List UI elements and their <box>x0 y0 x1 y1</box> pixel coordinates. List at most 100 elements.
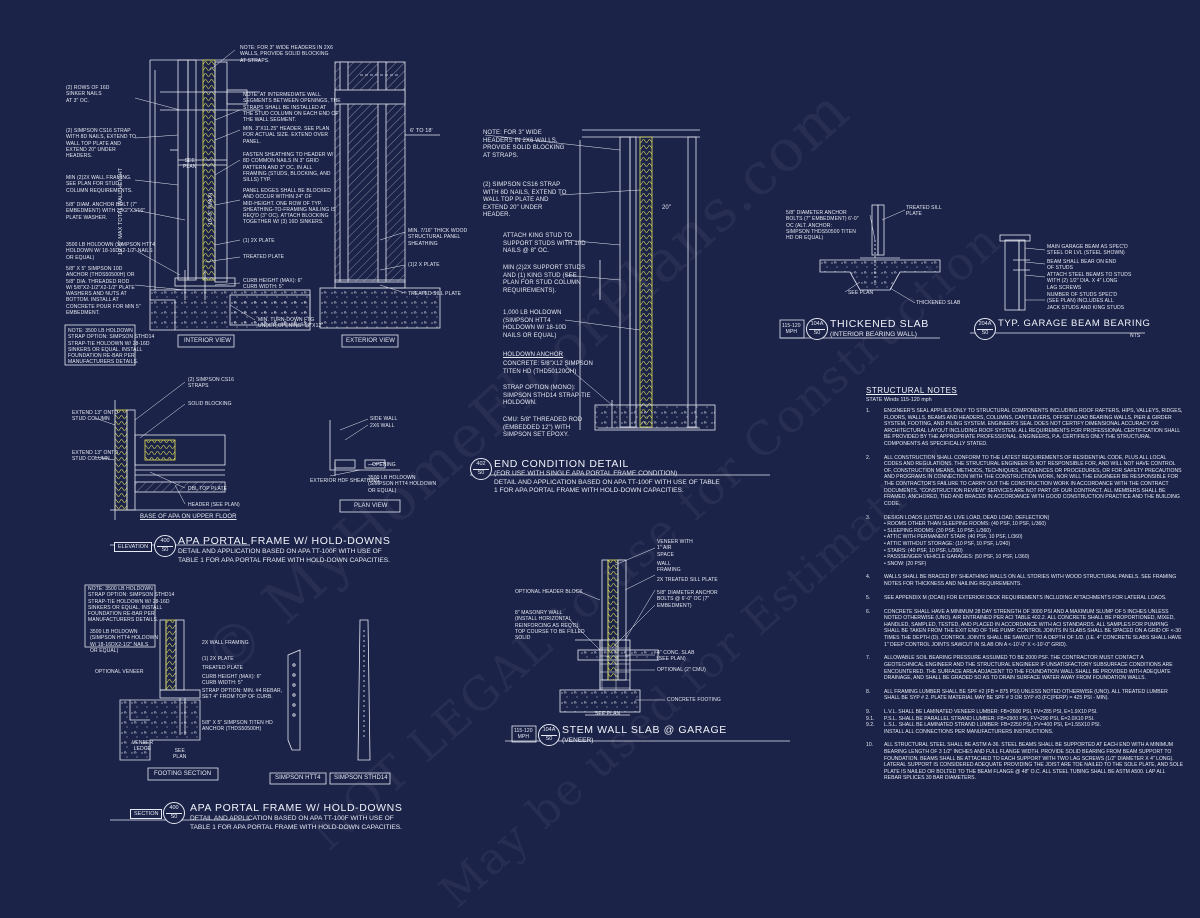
note-anchor-bolt: 5/8" DIAM. ANCHOR BOLT (7" EMBEDMENT) WI… <box>66 202 146 221</box>
note-sinker-rows: (2) ROWS OF 16d SINKER NAILS AT 3" OC. <box>66 85 110 104</box>
structural-note-text: ALL FRAMING LUMBER SHALL BE SPF #2 (Fb =… <box>884 688 1168 702</box>
subtitle-apa-portal-section: DETAIL AND APPLICATION BASED ON APA TT-1… <box>190 815 403 831</box>
note-dbl-top-plate: DBL TOP PLATE <box>188 486 228 492</box>
label-exterior-view: EXTERIOR VIEW <box>346 338 395 344</box>
note-end-king: ATTACH KING STUD TO SUPPORT STUDS WITH 1… <box>503 233 586 254</box>
note-titen-rod: 5/8" x 5" SIMPSON 10D ANCHOR (THDS50500H… <box>66 266 141 316</box>
structural-note-number: 9. 9.1. 9.2. <box>866 708 875 729</box>
structural-note-item: 8. ALL FRAMING LUMBER SHALL BE SPF #2 (Fb… <box>866 689 1184 702</box>
note-2x6-wall: 2x6 WALL <box>370 423 395 429</box>
bubble-sheet: S0 <box>813 329 821 336</box>
note-cs16-strap: (2) SIMPSON CS16 STRAP WITH 8d NAILS, EX… <box>66 128 137 159</box>
dim-end-20: 20" <box>662 205 672 211</box>
note-side-wall: SIDE WALL <box>370 416 398 422</box>
structural-note-text: WALLS SHALL BE BRACED BY SHEATHING WALLS… <box>884 574 1177 588</box>
label-simpson-htt4: SIMPSON HTT4 <box>275 775 321 781</box>
title-garage-beam: TYP. GARAGE BEAM BEARING <box>998 318 1151 329</box>
structural-note-item: 4. WALLS SHALL BE BRACED BY SHEATHING WAL… <box>866 574 1184 587</box>
note-beam-attach: ATTACH STEEL BEAMS TO STUDS WITH (2) 1/2… <box>1047 272 1132 291</box>
label-interior-view: INTERIOR VIEW <box>184 338 231 344</box>
bubble-number: 204A <box>977 319 993 330</box>
title-tag-section: SECTION <box>130 809 163 819</box>
structural-note-number: 10. <box>866 742 874 749</box>
note-thick-see-plan: SEE PLAN <box>848 290 874 296</box>
caption-footing-section: FOOTING SECTION <box>154 771 212 777</box>
note-end-cmu: CMU: 5/8" THREADED ROD (EMBEDDED 12") WI… <box>503 417 583 438</box>
subtitle-stem-wall: (VENEER) <box>562 737 594 744</box>
structural-note-text: CONCRETE SHALL HAVE A MINIMUM 28 DAY STR… <box>884 608 1182 648</box>
bubble-number: 104A <box>809 319 825 330</box>
note-treated-plate: TREATED PLATE <box>243 254 285 260</box>
note-stem-optional-cmu: OPTIONAL (2" CMU) <box>657 667 706 673</box>
dim-wall-height: 10'-0" MAX TOTAL WALL HEIGHT <box>118 167 124 255</box>
note-exterior-sheathing: EXTERIOR HDF SHEATHING <box>310 478 380 484</box>
note-opening: OPENING <box>372 462 396 468</box>
detail-bubble-402: 402 S0 <box>470 458 492 480</box>
note-stem-opt-header: OPTIONAL HEADER BLOCK <box>515 589 583 595</box>
note-min-header: MIN. 3"x11.25" HEADER. SEE PLAN FOR ACTU… <box>243 126 330 145</box>
title-thickened-slab: THICKENED SLAB <box>830 318 929 330</box>
note-end-strap-option: STRAP OPTION (MONO): SIMPSON STHD14 STRA… <box>503 385 591 406</box>
note-wall-segments: NOTE: AT INTERMEDIATE WALL SEGMENTS BETW… <box>243 92 341 123</box>
note-panel-edges: PANEL EDGES SHALL BE BLOCKED AND OCCUR W… <box>243 188 336 226</box>
structural-note-number: 7. <box>866 655 871 662</box>
note-footing-curb: CURB HEIGHT (MAX): 6" CURB WIDTH: 5" <box>202 674 262 687</box>
structural-note-number: 4. <box>866 574 871 581</box>
title-tag-elevation: ELEVATION <box>114 542 153 552</box>
title-end-condition: END CONDITION DETAIL <box>494 458 629 470</box>
structural-note-text: ALLOWABLE SOIL BEARING PRESSURE ASSUMED … <box>884 655 1173 682</box>
bubble-number: 104A <box>541 725 557 736</box>
note-box-strap-option: NOTE: 3500 LB HOLDOWN STRAP OPTION: SIMP… <box>68 328 155 366</box>
note-optional-veneer: OPTIONAL VENEER <box>95 669 144 675</box>
note-stem-footing: CONCRETE FOOTING <box>667 697 721 703</box>
detail-bubble-204a: 204A S0 <box>974 318 996 340</box>
note-thick-slab: THICKENED SLAB <box>916 300 961 306</box>
structural-note-text: ALL STRUCTURAL STEEL SHALL BE ASTM A-36.… <box>884 742 1184 782</box>
note-stem-slab: 4" CONC. SLAB (SEE PLAN) <box>657 650 695 663</box>
note-end-holdown: 1,000 LB HOLDOWN (SIMPSON HTT4 HOLDOWN W… <box>503 310 567 339</box>
note-htt4-footing: 3500 LB HOLDOWN (SIMPSON HTT4 HOLDOWN W/… <box>90 629 159 654</box>
note-footing-rod: 5/8" x 5" SIMPSON TITEN HD ANCHOR (THDS5… <box>202 720 273 733</box>
note-stem-bolts: 5/8" DIAMETER ANCHOR BOLTS @ 6'-0" OC (7… <box>657 590 718 609</box>
title-apa-portal-section: APA PORTAL FRAME W/ HOLD-DOWNS <box>190 802 403 814</box>
structural-note-number: 8. <box>866 688 871 695</box>
note-stem-masonry: 8" MASONRY WALL (INSTALL HORIZONTAL REIN… <box>515 610 585 641</box>
structural-note-number: 1. <box>866 408 871 414</box>
bubble-sheet: S0 <box>545 735 553 742</box>
subtitle-garage-beam: NTS <box>1130 333 1141 339</box>
note-wall-framing: MIN (2)2X WALL FRAMING. SEE PLAN FOR STU… <box>66 175 133 194</box>
note-footing-2x-plate: (1) 2x PLATE <box>202 656 234 662</box>
note-box-footing: NOTE: 3500 LB HOLDOWN STRAP OPTION: SIMP… <box>88 586 175 624</box>
note-veneer-ledge: VENEER LEDGE <box>132 740 154 753</box>
notes-state: STATE Winds 115-120 mph <box>866 397 932 403</box>
note-thick-bolts: 5/8" DIAMETER ANCHOR BOLTS (7" EMBEDMENT… <box>786 210 859 241</box>
note-end-min-studs: MIN (2)2X SUPPORT STUDS AND (1) KING STU… <box>503 265 586 294</box>
structural-note-item: 10. ALL STRUCTURAL STEEL SHALL BE ASTM A-… <box>866 742 1184 782</box>
note-curb: CURB HEIGHT (MAX): 6" CURB WIDTH: 5" <box>243 278 303 291</box>
structural-note-text: SEE APPENDIX M (DCA6) FOR EXTERIOR DECK … <box>884 594 1167 601</box>
detail-bubble-104a-stem: 104A S0 <box>538 724 560 746</box>
subtitle-apa-portal-elev: DETAIL AND APPLICATION BASED ON APA TT-1… <box>178 548 391 564</box>
note-footing-treated: TREATED PLATE <box>202 665 244 671</box>
note-beam-main: MAIN GARAGE BEAM AS SPEC'D STEEL OR LVL … <box>1047 244 1128 257</box>
note-end-anchor-head: HOLDOWN ANCHOR <box>503 352 564 358</box>
bubble-sheet: S0 <box>981 329 989 336</box>
bubble-number: 400 <box>166 803 182 814</box>
dim-max: 10'-0" (MAX) <box>208 192 214 225</box>
subtitle-end-condition: (FOR USE WITH SINGLE APA PORTAL FRAME CO… <box>494 470 720 495</box>
detail-bubble-104a-thick: 104A S0 <box>806 318 828 340</box>
note-solid-blocking: SOLID BLOCKING <box>188 401 232 407</box>
note-2x-wall-framing: 2x WALL FRAMING <box>202 640 249 646</box>
note-footing-see-plan: SEE PLAN <box>173 748 187 761</box>
note-beam-bear: BEAM SHALL BEAR ON END OF STUDS <box>1047 259 1117 272</box>
structural-note-item: 1.ENGINEER'S SEAL APPLIES ONLY TO STRUCT… <box>866 408 1184 448</box>
structural-note-item: 6.CONCRETE SHALL HAVE A MINIMUM 28 DAY S… <box>866 609 1184 649</box>
bubble-sheet: S0 <box>170 813 178 820</box>
note-extend-top: EXTEND 13" ONTO STUD COLUMN <box>72 410 119 423</box>
label-simpson-sthd14: SIMPSON STHD14 <box>334 775 388 781</box>
structural-note-item: 7. ALLOWABLE SOIL BEARING PRESSURE ASSUME… <box>866 655 1184 681</box>
note-end-strap: (2) SIMPSON CS16 STRAP WITH 8d NAILS, EX… <box>483 182 567 218</box>
structural-note-number: 5. <box>866 594 871 601</box>
note-thick-sill: TREATED SILL PLATE <box>906 205 942 218</box>
